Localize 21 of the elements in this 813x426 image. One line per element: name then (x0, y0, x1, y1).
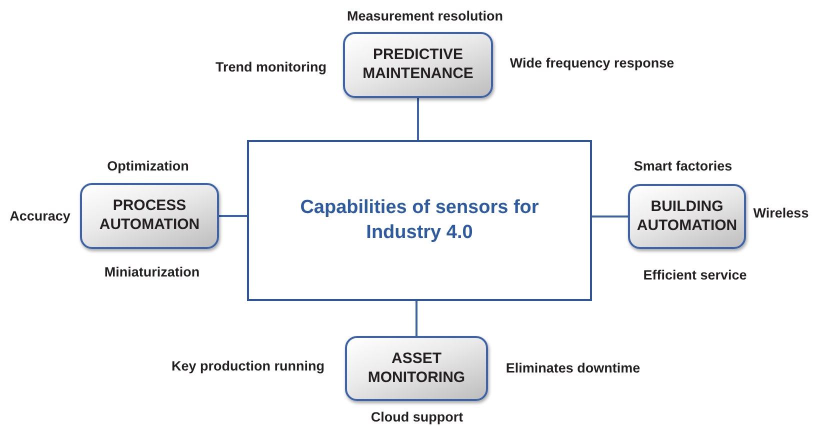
capability-label: Wide frequency response (510, 56, 674, 70)
connector-line (592, 216, 628, 218)
capability-label: Miniaturization (104, 264, 200, 280)
capability-label: Wireless (753, 206, 809, 220)
connector-line (416, 301, 418, 336)
category-box: ASSET MONITORING (345, 336, 488, 401)
capability-label: Optimization (107, 158, 189, 174)
central-box: Capabilities of sensors for Industry 4.0 (247, 140, 592, 301)
capability-label: Trend monitoring (216, 60, 326, 74)
capability-label: Smart factories (634, 158, 732, 174)
capability-label: Accuracy (10, 208, 70, 224)
capability-label: Eliminates downtime (506, 360, 640, 376)
capability-label: Efficient service (643, 268, 747, 282)
connector-line (417, 98, 419, 140)
category-box: PROCESS AUTOMATION (80, 183, 219, 249)
capability-label: Key production running (172, 358, 324, 374)
capability-label: Cloud support (370, 410, 464, 424)
capability-label: Measurement resolution (346, 8, 504, 24)
connector-line (219, 215, 247, 217)
category-box: PREDICTIVE MAINTENANCE (343, 32, 493, 98)
category-box: BUILDING AUTOMATION (628, 184, 746, 249)
